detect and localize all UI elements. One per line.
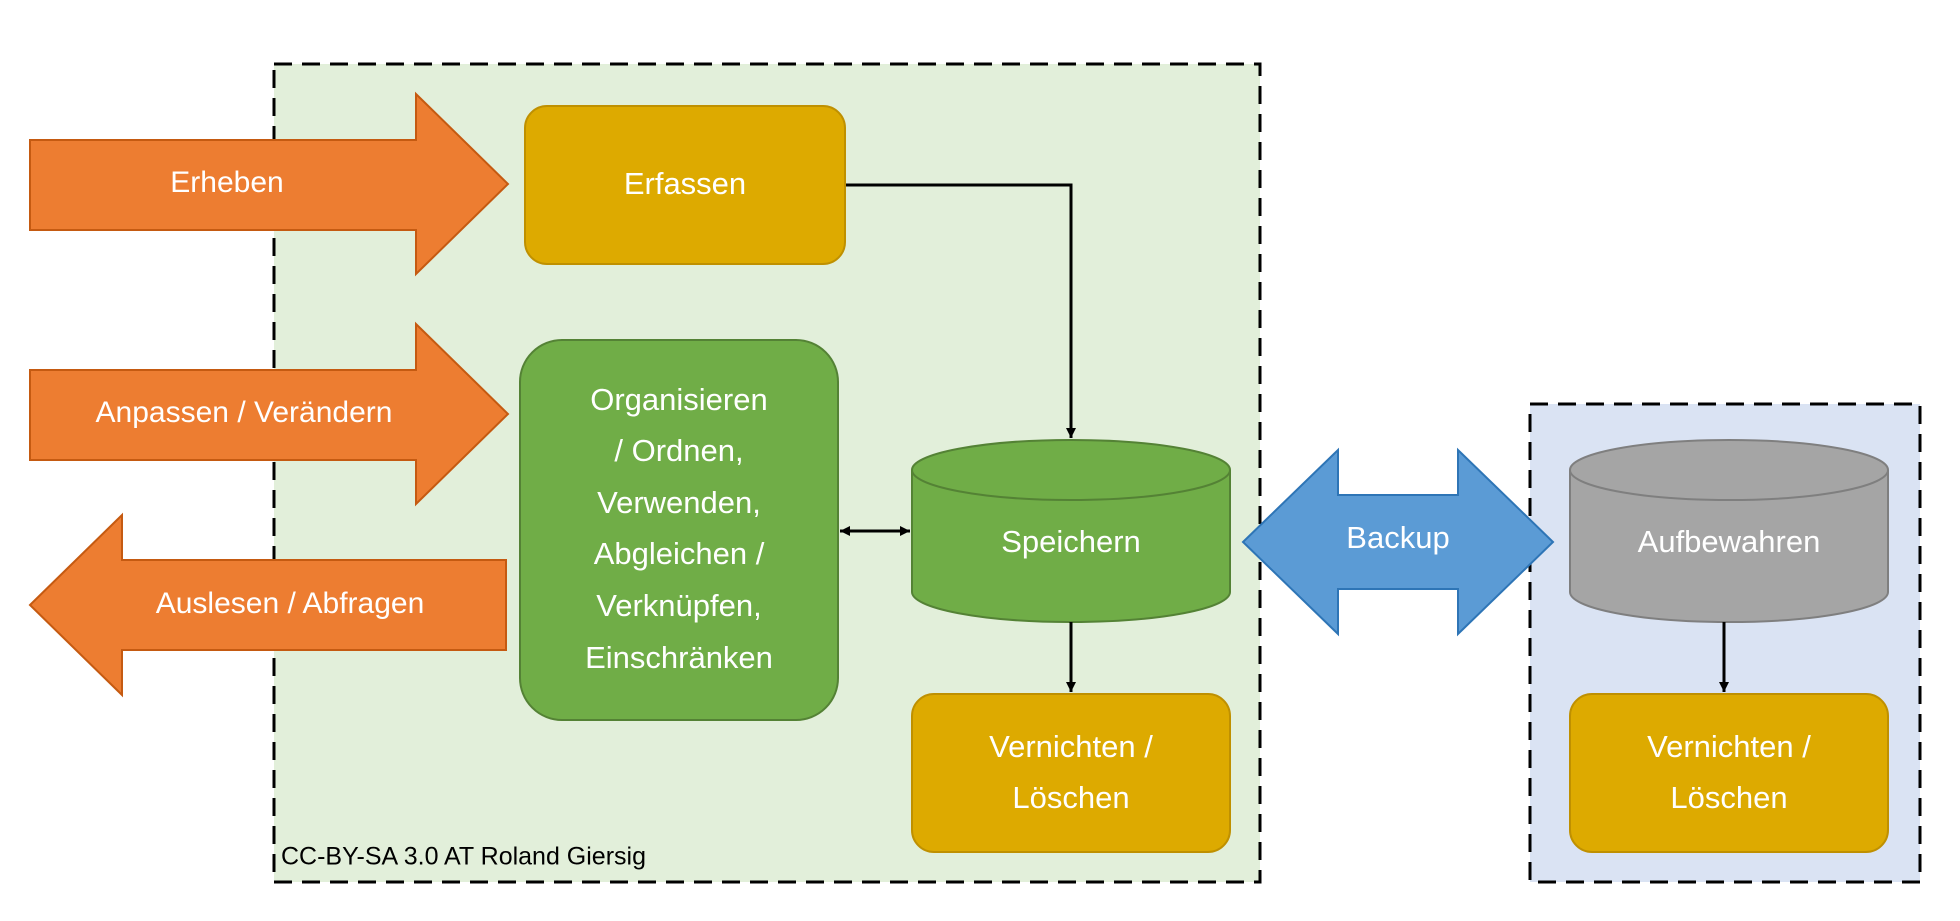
organisieren-label-line-1: Organisieren (590, 382, 767, 417)
organisieren-label-line-5: Verknüpfen, (596, 588, 761, 623)
erfassen-box: Erfassen (524, 105, 846, 265)
license-credit: CC-BY-SA 3.0 AT Roland Giersig (281, 843, 646, 871)
vernichten-main-box: Vernichten / Löschen (911, 693, 1231, 853)
auslesen-label: Auslesen / Abfragen (156, 587, 425, 620)
organisieren-label-line-4: Abgleichen / (594, 536, 765, 571)
anpassen-arrow: Anpassen / Verändern (29, 321, 510, 507)
aufbewahren-label: Aufbewahren (1638, 524, 1821, 559)
organisieren-box: Organisieren / Ordnen, Verwenden, Abglei… (519, 339, 839, 721)
aufbewahren-cylinder: Aufbewahren (1569, 439, 1889, 623)
backup-arrow: Backup (1241, 447, 1555, 637)
anpassen-label: Anpassen / Verändern (96, 396, 393, 429)
vernichten-backup-label-line-2: Löschen (1670, 780, 1787, 815)
organisieren-label-line-3: Verwenden, (597, 485, 761, 520)
erheben-arrow: Erheben (29, 91, 510, 277)
organisieren-label-line-6: Einschränken (585, 640, 773, 675)
vernichten-backup-box: Vernichten / Löschen (1569, 693, 1889, 853)
speichern-label: Speichern (1001, 524, 1141, 559)
vernichten-backup-label-line-1: Vernichten / (1647, 729, 1811, 764)
vernichten-main-label-line-2: Löschen (1012, 780, 1129, 815)
organisieren-label-line-2: / Ordnen, (614, 433, 743, 468)
erheben-label: Erheben (170, 166, 283, 199)
backup-label: Backup (1346, 520, 1449, 555)
connector-erfassen-to-speichern (846, 183, 1076, 438)
speichern-cylinder: Speichern (911, 439, 1231, 623)
vernichten-main-label-line-1: Vernichten / (989, 729, 1153, 764)
erfassen-label: Erfassen (624, 166, 746, 201)
auslesen-arrow: Auslesen / Abfragen (28, 512, 507, 698)
